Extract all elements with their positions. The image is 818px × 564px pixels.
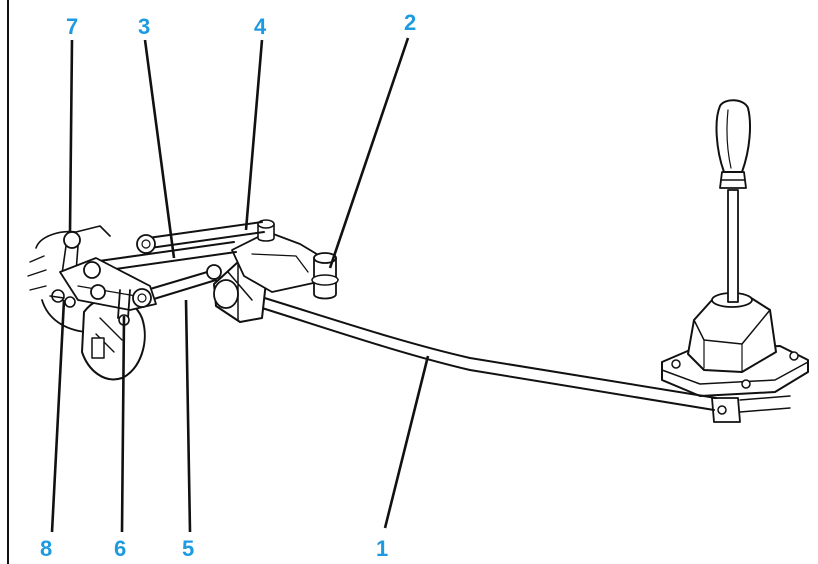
callout-6: 6 xyxy=(114,536,126,561)
callout-7: 7 xyxy=(66,14,78,39)
leader-8 xyxy=(50,299,66,533)
callout-8: 8 xyxy=(40,536,52,561)
leader-7 xyxy=(68,39,74,233)
callout-5: 5 xyxy=(182,536,194,561)
upper-link-rod xyxy=(147,221,265,249)
callout-3: 3 xyxy=(138,14,150,39)
callout-labels: 7 3 4 2 8 6 5 1 xyxy=(40,10,416,561)
callout-2: 2 xyxy=(404,10,416,35)
leader-lines xyxy=(50,37,430,533)
leader-4 xyxy=(244,39,264,231)
leader-5 xyxy=(184,299,192,533)
leader-6 xyxy=(120,315,126,533)
leader-3 xyxy=(143,39,176,259)
gearbox-selector-mechanism xyxy=(27,225,157,381)
lower-link-rod xyxy=(139,264,222,303)
rod-clamp-and-bellcrank xyxy=(213,219,339,323)
main-shift-rod xyxy=(257,295,717,411)
leader-1 xyxy=(383,355,430,529)
leader-2 xyxy=(328,37,410,269)
callout-1: 1 xyxy=(376,536,388,561)
callout-4: 4 xyxy=(254,14,267,39)
gear-lever-assembly xyxy=(661,99,809,423)
